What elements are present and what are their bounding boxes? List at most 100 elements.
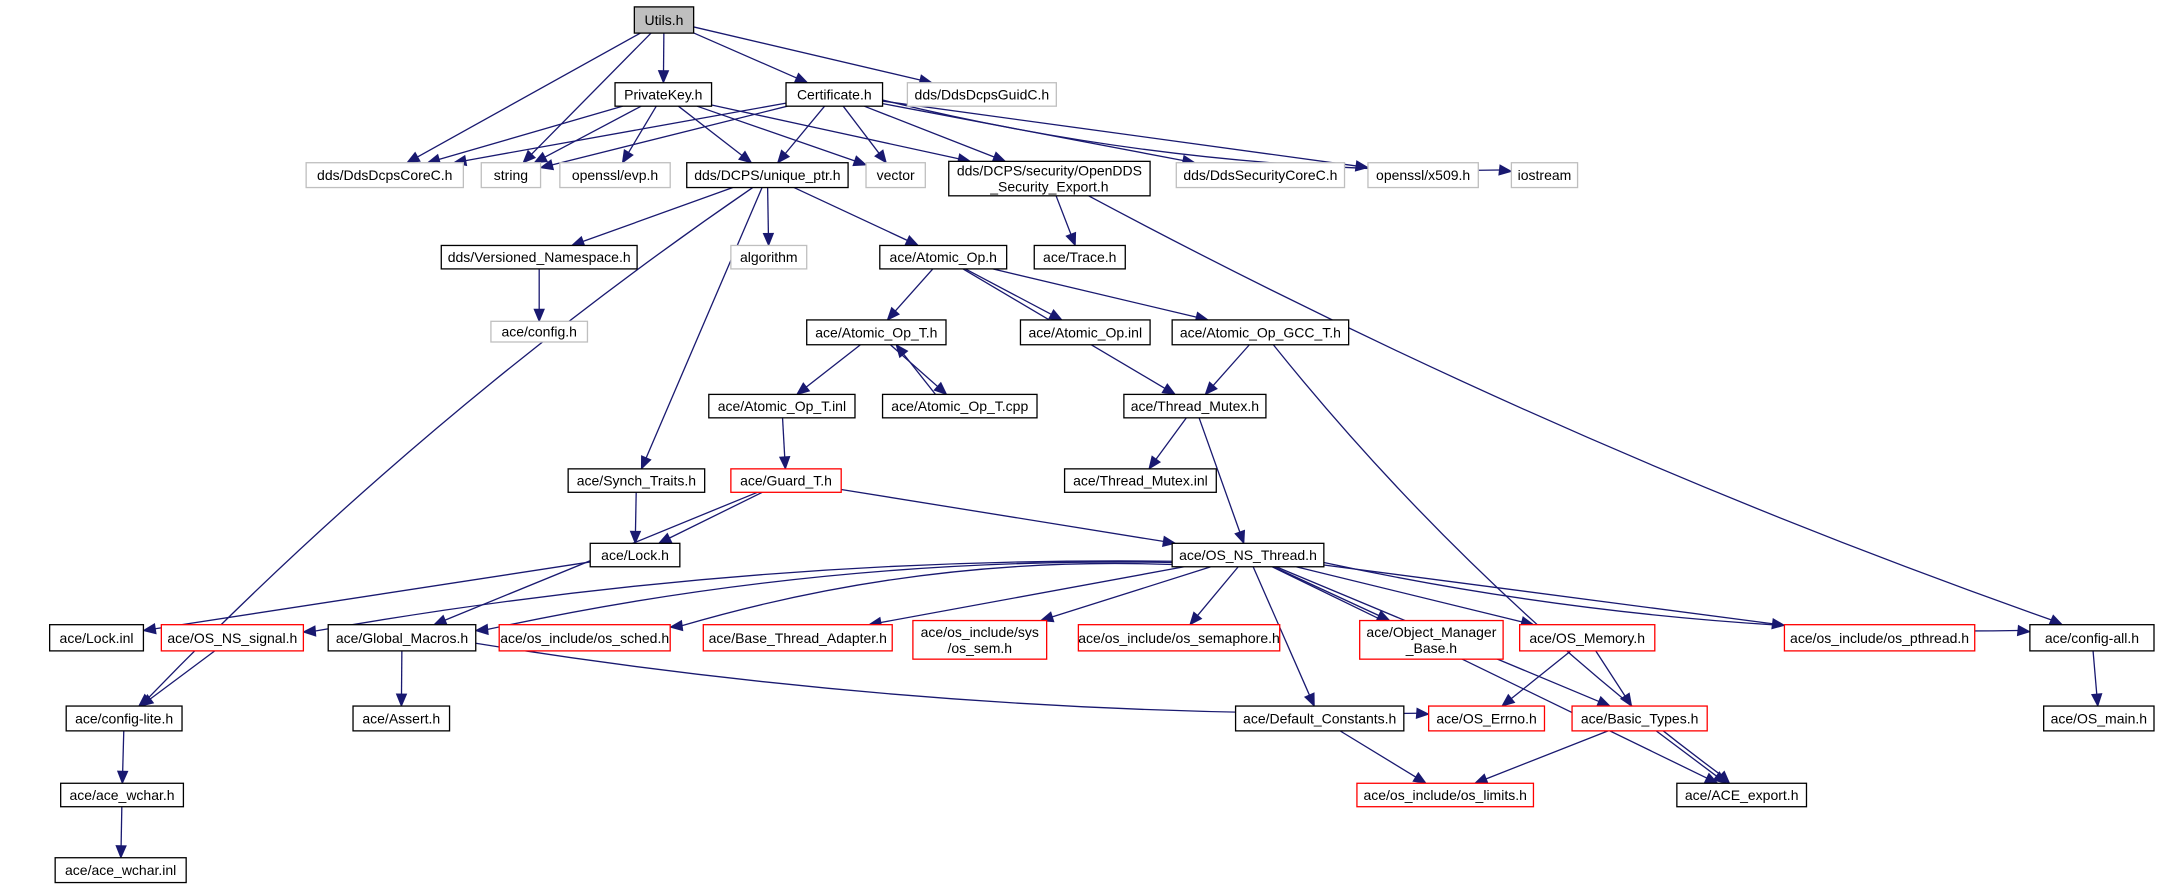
node-lock[interactable]: ace/Lock.h [589, 542, 681, 568]
edge-atomicop-to-atomicopt [886, 268, 934, 321]
node-acewchar[interactable]: ace/ace_wchar.h [60, 782, 185, 808]
node-threadmutex[interactable]: ace/Thread_Mutex.h [1123, 393, 1267, 419]
node-atomicop[interactable]: ace/Atomic_Op.h [879, 244, 1008, 270]
edge-atomicoptcpp-to-atomicopt [895, 343, 937, 395]
node-versioned[interactable]: dds/Versioned_Namespace.h [440, 244, 638, 270]
node-configall[interactable]: ace/config-all.h [2029, 624, 2155, 652]
node-acewcharinl[interactable]: ace/ace_wchar.inl [54, 857, 187, 884]
node-x509[interactable]: openssl/x509.h [1367, 162, 1479, 189]
node-string[interactable]: string [480, 162, 542, 189]
node-box [806, 319, 947, 346]
node-objmgr[interactable]: ace/Object_Manager_Base.h [1359, 619, 1504, 660]
node-lockinl[interactable]: ace/Lock.inl [48, 624, 145, 652]
node-oslimits[interactable]: ace/os_include/os_limits.h [1356, 782, 1535, 808]
arrowhead-icon [933, 381, 948, 396]
node-trace[interactable]: ace/Trace.h [1033, 244, 1126, 270]
edge-certificate-to-vector [842, 105, 888, 164]
node-basictypes[interactable]: ace/Basic_Types.h [1571, 705, 1708, 732]
edge-line [1595, 650, 1626, 697]
node-configlite[interactable]: ace/config-lite.h [65, 705, 183, 732]
node-evp[interactable]: openssl/evp.h [559, 162, 671, 189]
node-box [1783, 624, 1976, 652]
node-vector[interactable]: vector [865, 162, 926, 189]
node-algorithm[interactable]: algorithm [730, 244, 808, 270]
node-guardt[interactable]: ace/Guard_T.h [730, 468, 842, 493]
edge-osmemory-to-oserrno [1501, 650, 1572, 707]
node-seccorec[interactable]: dds/DdsSecurityCoreC.h [1175, 162, 1346, 189]
node-box [160, 624, 305, 652]
edge-line [696, 105, 855, 162]
edge-line [1155, 417, 1187, 460]
node-basethread[interactable]: ace/Base_Thread_Adapter.h [702, 624, 893, 652]
node-assert[interactable]: ace/Assert.h [352, 705, 451, 732]
arrowhead-icon [395, 693, 408, 708]
node-box [2029, 624, 2155, 652]
edge-line [544, 105, 642, 158]
edge-line [805, 344, 861, 388]
node-box [490, 320, 589, 343]
node-osmemory[interactable]: ace/OS_Memory.h [1519, 624, 1656, 652]
arrowhead-icon [2048, 614, 2064, 626]
edge-configall-to-osmain [2090, 650, 2103, 708]
edge-guardt-to-lock [657, 491, 763, 544]
node-ossem[interactable]: ace/os_include/sys/os_sem.h [912, 619, 1048, 660]
arrowhead-icon [874, 149, 888, 164]
edge-line [681, 562, 1173, 627]
node-atomicoptcpp[interactable]: ace/Atomic_Op_T.cpp [881, 393, 1038, 419]
node-certificate[interactable]: Certificate.h [785, 82, 884, 107]
edge-osnsthread-to-ossem [1039, 566, 1212, 623]
node-uniqueptr[interactable]: dds/DCPS/unique_ptr.h [686, 162, 849, 189]
node-corec[interactable]: dds/DdsDcpsCoreC.h [305, 162, 464, 189]
node-atomicopinl[interactable]: ace/Atomic_Op.inl [1019, 319, 1151, 346]
edge-globalmacros-to-assert [395, 650, 408, 708]
node-defconst[interactable]: ace/Default_Constants.h [1234, 705, 1405, 732]
node-privatekey[interactable]: PrivateKey.h [614, 82, 713, 107]
node-atomicoptinl[interactable]: ace/Atomic_Op_T.inl [708, 393, 856, 419]
node-box [708, 393, 856, 419]
node-label: ace/Lock.h [601, 547, 669, 563]
node-box [785, 82, 884, 107]
edge-osnsthread-to-osmemory [1295, 566, 1535, 628]
node-label: ace/config-lite.h [75, 710, 173, 726]
node-atomicopgcc[interactable]: ace/Atomic_Op_GCC_T.h [1171, 319, 1350, 346]
edge-line [2092, 650, 2098, 695]
node-aceexport[interactable]: ace/ACE_export.h [1676, 782, 1808, 808]
edge-atomicop-to-atomicopgcc [992, 268, 1210, 323]
edge-line [882, 100, 1357, 167]
node-iostream[interactable]: iostream [1510, 162, 1579, 189]
edge-line [1511, 650, 1572, 700]
edge-osnsthread-to-ossched [668, 562, 1173, 632]
node-atomicopt[interactable]: ace/Atomic_Op_T.h [806, 319, 947, 346]
node-osnssignal[interactable]: ace/OS_NS_signal.h [160, 624, 305, 652]
edge-atomicopt-to-atomicoptinl [795, 344, 861, 396]
edge-basictypes-to-aceexport [1655, 730, 1728, 785]
node-utils[interactable]: Utils.h [633, 6, 695, 34]
node-oserrno[interactable]: ace/OS_Errno.h [1427, 705, 1546, 732]
edge-uniqueptr-to-atomicop [793, 186, 920, 247]
edge-line [992, 268, 1197, 318]
node-threadmutexinl[interactable]: ace/Thread_Mutex.inl [1063, 468, 1217, 493]
edge-atomicoptinl-to-guardt [778, 417, 791, 471]
node-synchtraits[interactable]: ace/Synch_Traits.h [567, 468, 706, 493]
arrowhead-icon [1596, 695, 1612, 707]
node-guidc[interactable]: dds/DdsDcpsGuidC.h [906, 82, 1057, 107]
arrowhead-icon [539, 159, 555, 171]
node-box [1510, 162, 1579, 189]
node-secexport[interactable]: dds/DCPS/security/OpenDDS_Security_Expor… [948, 160, 1151, 197]
node-box [2043, 705, 2155, 732]
node-ospthread[interactable]: ace/os_include/os_pthread.h [1783, 624, 1976, 652]
edge-secexport-to-trace [1055, 195, 1077, 247]
edge-basictypes-to-oslimits [1473, 730, 1609, 785]
node-ossched[interactable]: ace/os_include/os_sched.h [498, 624, 671, 652]
node-label: ace/OS_main.h [2051, 710, 2148, 726]
node-osmain[interactable]: ace/OS_main.h [2043, 705, 2155, 732]
edge-line [122, 730, 125, 772]
node-ossemaphore[interactable]: ace/os_include/os_semaphore.h [1077, 624, 1281, 652]
arrowhead-icon [302, 625, 317, 637]
node-label: dds/DCPS/security/OpenDDS [957, 163, 1142, 179]
node-osnsthread[interactable]: ace/OS_NS_Thread.h [1171, 542, 1325, 568]
arrowhead-icon [778, 456, 791, 471]
node-globalmacros[interactable]: ace/Global_Macros.h [327, 624, 477, 652]
edge-certificate-to-uniqueptr [776, 105, 826, 164]
node-config[interactable]: ace/config.h [490, 320, 589, 343]
